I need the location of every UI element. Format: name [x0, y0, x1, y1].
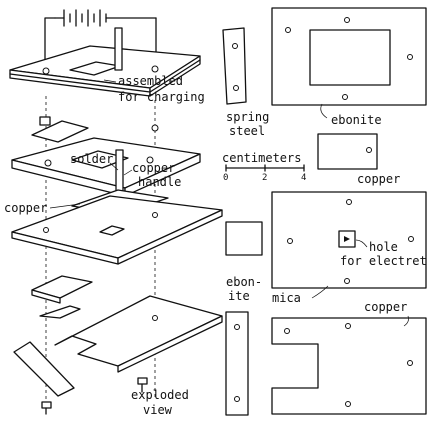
- leader-assembled: [103, 79, 117, 83]
- small-copper-part: [317, 133, 378, 170]
- leader-solder: [109, 162, 119, 171]
- label-centimeters: centimeters: [222, 151, 301, 165]
- mica-sheet-part: [271, 191, 427, 289]
- label-mica: mica: [272, 291, 301, 305]
- battery-icon: [54, 9, 157, 27]
- ebonite-frame-layer: [11, 137, 201, 197]
- copper-base-layer: [39, 295, 223, 373]
- label-copper-handle-1: copper: [132, 161, 175, 175]
- spring-steel-part: [222, 27, 247, 105]
- label-copper-handle-2: handle: [138, 175, 181, 189]
- scale-tick-2: 2: [262, 173, 267, 183]
- label-copper-small: copper: [357, 172, 400, 186]
- scale-tick-0: 0: [223, 173, 228, 183]
- spring-strip-part: [225, 311, 249, 416]
- copper-plate-part: [271, 317, 427, 415]
- small-ebonite-part: [225, 221, 263, 256]
- spring-strip-layer: [13, 341, 75, 397]
- label-assembled: assembled: [118, 74, 183, 88]
- label-solder: solder: [70, 152, 113, 166]
- label-spring: spring: [226, 110, 269, 124]
- label-ebonite-side-1: ebon-: [226, 275, 262, 289]
- leader-copper-bottom: [403, 315, 409, 327]
- label-for-charging: for charging: [118, 90, 205, 104]
- assembled-stack: [9, 27, 201, 97]
- label-hole: hole: [369, 240, 398, 254]
- leader-hole: [355, 239, 368, 248]
- label-ebonite-side-2: ite: [228, 289, 250, 303]
- label-ebonite-top: ebonite: [331, 113, 382, 127]
- label-steel: steel: [229, 124, 265, 138]
- contact-piece: [31, 116, 159, 143]
- label-for-electret: for electret: [340, 254, 427, 268]
- scale-tick-4: 4: [301, 173, 306, 183]
- label-copper-left: copper: [4, 201, 47, 215]
- scale-bar: [225, 164, 305, 172]
- leader-copper-left: [49, 203, 81, 209]
- leader-copper-handle: [123, 169, 133, 176]
- leader-mica: [311, 285, 329, 299]
- ebonite-frame-part: [271, 7, 427, 106]
- label-view: view: [143, 403, 173, 417]
- label-copper-bottom: copper: [364, 300, 407, 314]
- screws: [41, 377, 148, 415]
- small-ebonite-layer: [31, 275, 93, 304]
- mica-layer: [11, 195, 223, 265]
- label-exploded: exploded: [131, 388, 189, 402]
- leader-ebonite-top: [320, 103, 328, 119]
